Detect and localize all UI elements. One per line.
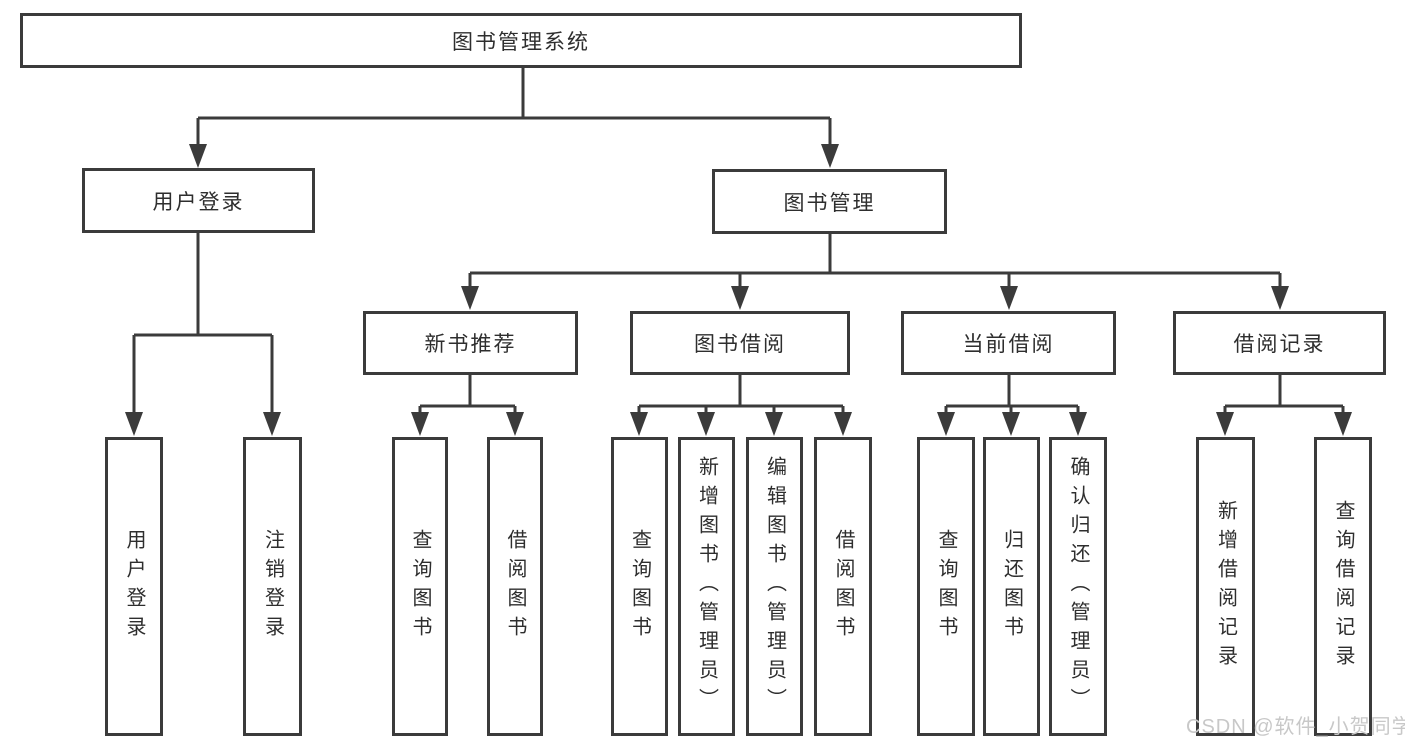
- node-current-borrow-label: 当前借阅: [962, 333, 1055, 356]
- node-new-book-recommend-label: 新书推荐: [424, 333, 517, 356]
- arrowhead: [630, 412, 648, 436]
- leaf-confirm-return-admin-label: 确认归还（管理员）: [1067, 456, 1089, 717]
- csdn-watermark: CSDN @软件_小贺同学: [1186, 716, 1405, 738]
- connector-root-split: [196, 68, 832, 145]
- leaf-add-borrow-record: 新增借阅记录: [1196, 437, 1255, 736]
- arrowhead: [1216, 412, 1234, 436]
- arrowhead: [125, 412, 143, 436]
- arrowhead: [411, 412, 429, 436]
- leaf-logout-label: 注销登录: [261, 528, 284, 645]
- arrowhead: [461, 286, 479, 310]
- leaf-add-books-admin: 新增图书（管理员）: [678, 437, 735, 736]
- leaf-logout: 注销登录: [243, 437, 302, 736]
- leaf-edit-books-admin-label: 编辑图书（管理员）: [763, 456, 786, 717]
- arrowhead: [834, 412, 852, 436]
- connector-borrow-records-split: [1223, 375, 1345, 413]
- node-book-management: 图书管理: [712, 169, 947, 234]
- leaf-add-books-admin-label: 新增图书（管理员）: [695, 456, 718, 717]
- leaf-confirm-return-admin: 确认归还（管理员）: [1049, 437, 1107, 736]
- connector-current-borrow-split: [944, 375, 1080, 413]
- leaf-query-books-current-label: 查询图书: [935, 528, 957, 645]
- leaf-query-books-recommend-label: 查询图书: [409, 528, 431, 645]
- leaf-borrow-books-recommend-label: 借阅图书: [504, 528, 526, 645]
- connector-new-book-split: [418, 375, 517, 413]
- arrowhead: [1002, 412, 1020, 436]
- arrowhead: [506, 412, 524, 436]
- leaf-return-books: 归还图书: [983, 437, 1040, 736]
- connector-user-login-split: [132, 233, 274, 413]
- leaf-edit-books-admin: 编辑图书（管理员）: [746, 437, 803, 736]
- leaf-query-books-borrow-label: 查询图书: [628, 528, 651, 645]
- arrowhead: [731, 286, 749, 310]
- arrowhead: [697, 412, 715, 436]
- node-user-login-label: 用户登录: [152, 190, 245, 214]
- node-current-borrow: 当前借阅: [901, 311, 1116, 375]
- leaf-return-books-label: 归还图书: [1000, 528, 1023, 645]
- node-book-management-label: 图书管理: [783, 191, 876, 215]
- arrowhead: [1000, 286, 1018, 310]
- arrowhead: [821, 144, 839, 168]
- leaf-query-books-current: 查询图书: [917, 437, 975, 736]
- connector-book-management-split: [468, 234, 1282, 287]
- leaf-borrow-books-recommend: 借阅图书: [487, 437, 543, 736]
- leaf-query-books-borrow: 查询图书: [611, 437, 668, 736]
- arrowhead: [765, 412, 783, 436]
- leaf-borrow-books: 借阅图书: [814, 437, 872, 736]
- arrowhead: [263, 412, 281, 436]
- node-borrow-records-label: 借阅记录: [1233, 333, 1326, 356]
- leaf-query-borrow-record: 查询借阅记录: [1314, 437, 1372, 736]
- leaf-user-login: 用户登录: [105, 437, 163, 736]
- node-new-book-recommend: 新书推荐: [363, 311, 578, 375]
- arrowhead: [1069, 412, 1087, 436]
- leaf-borrow-books-label: 借阅图书: [832, 528, 854, 645]
- node-book-borrow: 图书借阅: [630, 311, 850, 375]
- connector-book-borrow-split: [637, 375, 845, 413]
- arrowhead: [189, 144, 207, 168]
- leaf-query-borrow-record-label: 查询借阅记录: [1332, 499, 1354, 674]
- arrowhead: [1271, 286, 1289, 310]
- arrowhead: [1334, 412, 1352, 436]
- node-user-login: 用户登录: [82, 168, 315, 233]
- node-borrow-records: 借阅记录: [1173, 311, 1386, 375]
- node-library-system: 图书管理系统: [20, 13, 1022, 68]
- leaf-add-borrow-record-label: 新增借阅记录: [1214, 499, 1237, 674]
- node-book-borrow-label: 图书借阅: [694, 333, 786, 356]
- leaf-query-books-recommend: 查询图书: [392, 437, 448, 736]
- arrowhead: [937, 412, 955, 436]
- node-library-system-label: 图书管理系统: [452, 30, 590, 54]
- leaf-user-login-label: 用户登录: [123, 528, 145, 645]
